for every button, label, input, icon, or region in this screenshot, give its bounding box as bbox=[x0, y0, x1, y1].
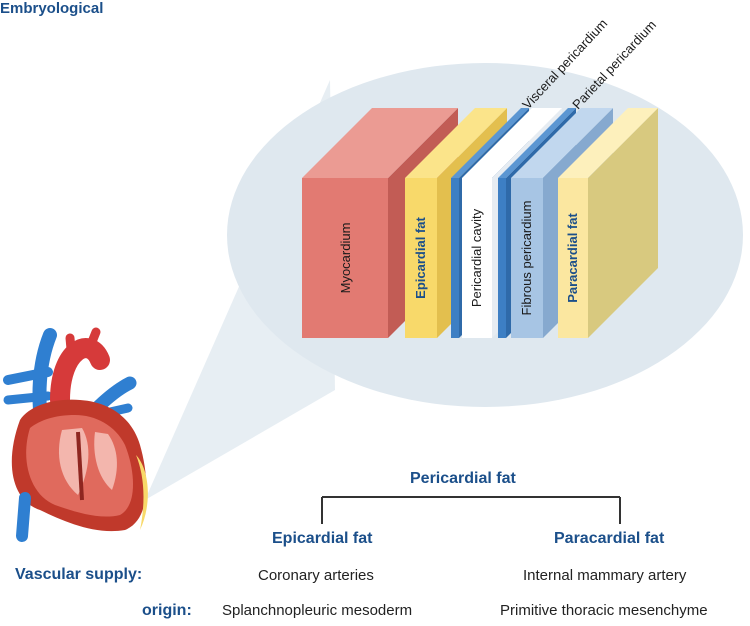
tree-bracket bbox=[321, 496, 621, 524]
heart-illustration bbox=[3, 327, 148, 542]
origin-paracardial: Primitive thoracic mesenchyme bbox=[500, 602, 708, 619]
myocardium-label: Myocardium bbox=[338, 223, 353, 294]
vascular-supply-label: Vascular supply: bbox=[15, 566, 143, 583]
pericardial-cavity-label: Pericardial cavity bbox=[469, 208, 484, 307]
vascular-supply-paracardial: Internal mammary artery bbox=[523, 567, 687, 584]
paracardial-fat-label: Paracardial fat bbox=[565, 213, 580, 303]
tree-root-pericardial-fat: Pericardial fat bbox=[410, 470, 516, 487]
vascular-supply-epicardial: Coronary arteries bbox=[258, 567, 374, 584]
fibrous-pericardium-label: Fibrous pericardium bbox=[519, 201, 534, 316]
tree-right-paracardial-fat: Paracardial fat bbox=[554, 530, 665, 547]
origin-label: origin: bbox=[142, 602, 192, 619]
epicardial-fat-label: Epicardial fat bbox=[413, 217, 428, 299]
tree-left-epicardial-fat: Epicardial fat bbox=[272, 530, 373, 547]
embryological-label: Embryological bbox=[0, 0, 104, 17]
origin-epicardial: Splanchnopleuric mesoderm bbox=[222, 602, 413, 619]
paracardial-fat-block bbox=[558, 108, 658, 338]
